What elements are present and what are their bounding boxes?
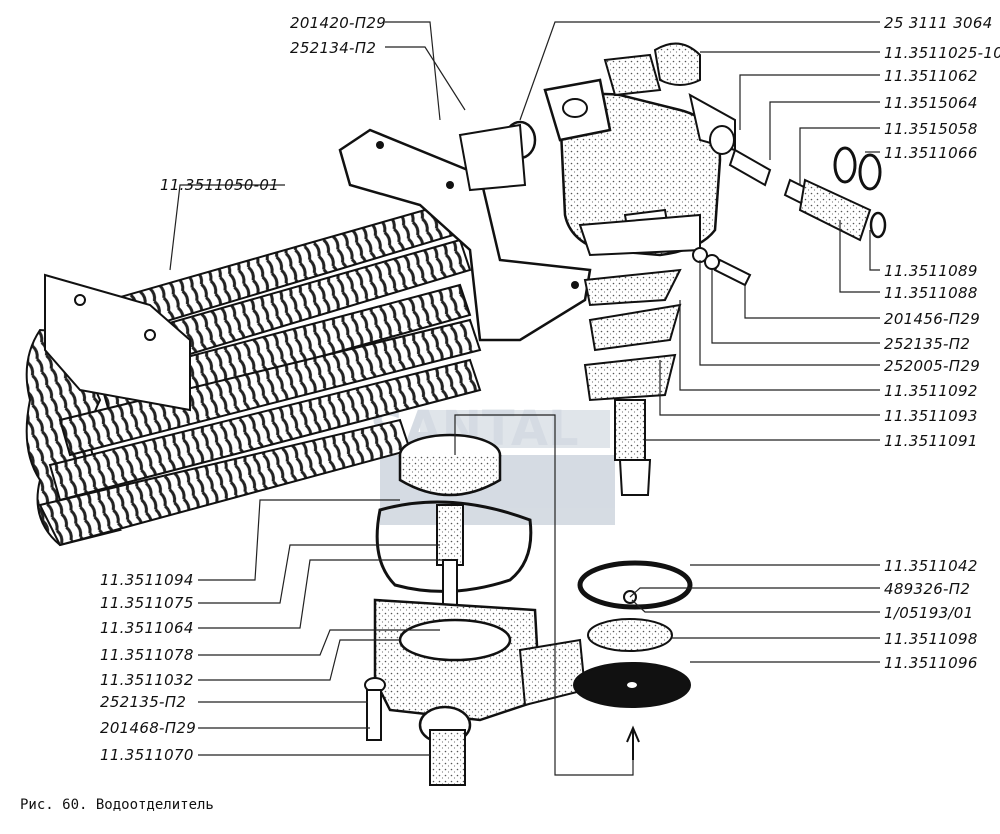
label-left: 11.3511064	[100, 619, 194, 637]
label-right: 11.3511042	[884, 557, 978, 575]
label-right: 252135-П2	[884, 335, 971, 353]
label-left: 201468-П29	[100, 719, 197, 737]
label-right: 11.3511092	[884, 382, 978, 400]
label-right: 11.3511025-10	[884, 44, 1000, 62]
label-coil-part: 11.3511050-01	[160, 176, 280, 194]
label-252134-P2: 252134-П2	[290, 39, 377, 57]
label-right: 11.3511062	[884, 67, 978, 85]
valve-body	[458, 42, 736, 257]
label-right: 11.3511093	[884, 407, 978, 425]
label-right: 11.3511066	[884, 144, 978, 162]
label-right: 11.3511098	[884, 630, 978, 648]
end-plate	[44, 273, 191, 412]
label-left: 11.3511070	[100, 746, 194, 764]
label-right: 489326-П2	[884, 580, 971, 598]
mounting-bracket	[338, 128, 592, 342]
label-right: 11.3515058	[884, 120, 978, 138]
label-right: 1/05193/01	[884, 604, 974, 622]
label-right: 11.3511096	[884, 654, 978, 672]
label-right: 11.3511091	[884, 432, 978, 450]
label-right: 11.3511088	[884, 284, 978, 302]
label-left: 252135-П2	[100, 693, 187, 711]
figure-caption: Рис. 60. Водоотделитель	[20, 797, 214, 813]
seal-and-diaphragm	[573, 560, 693, 760]
label-201420-P29: 201420-П29	[290, 14, 387, 32]
disc-stack	[583, 268, 682, 496]
leader-lines	[169, 21, 880, 776]
label-left: 11.3511078	[100, 646, 194, 664]
label-right: 25 3111 3064	[884, 14, 993, 32]
label-right: 11.3515064	[884, 94, 978, 112]
label-left: 11.3511075	[100, 594, 194, 612]
label-left: 11.3511032	[100, 671, 194, 689]
valve-plunger-parts	[692, 146, 887, 287]
label-right: 201456-П29	[884, 310, 981, 328]
label-right: 11.3511089	[884, 262, 978, 280]
label-left: 11.3511094	[100, 571, 194, 589]
label-right: 252005-П29	[884, 357, 981, 375]
